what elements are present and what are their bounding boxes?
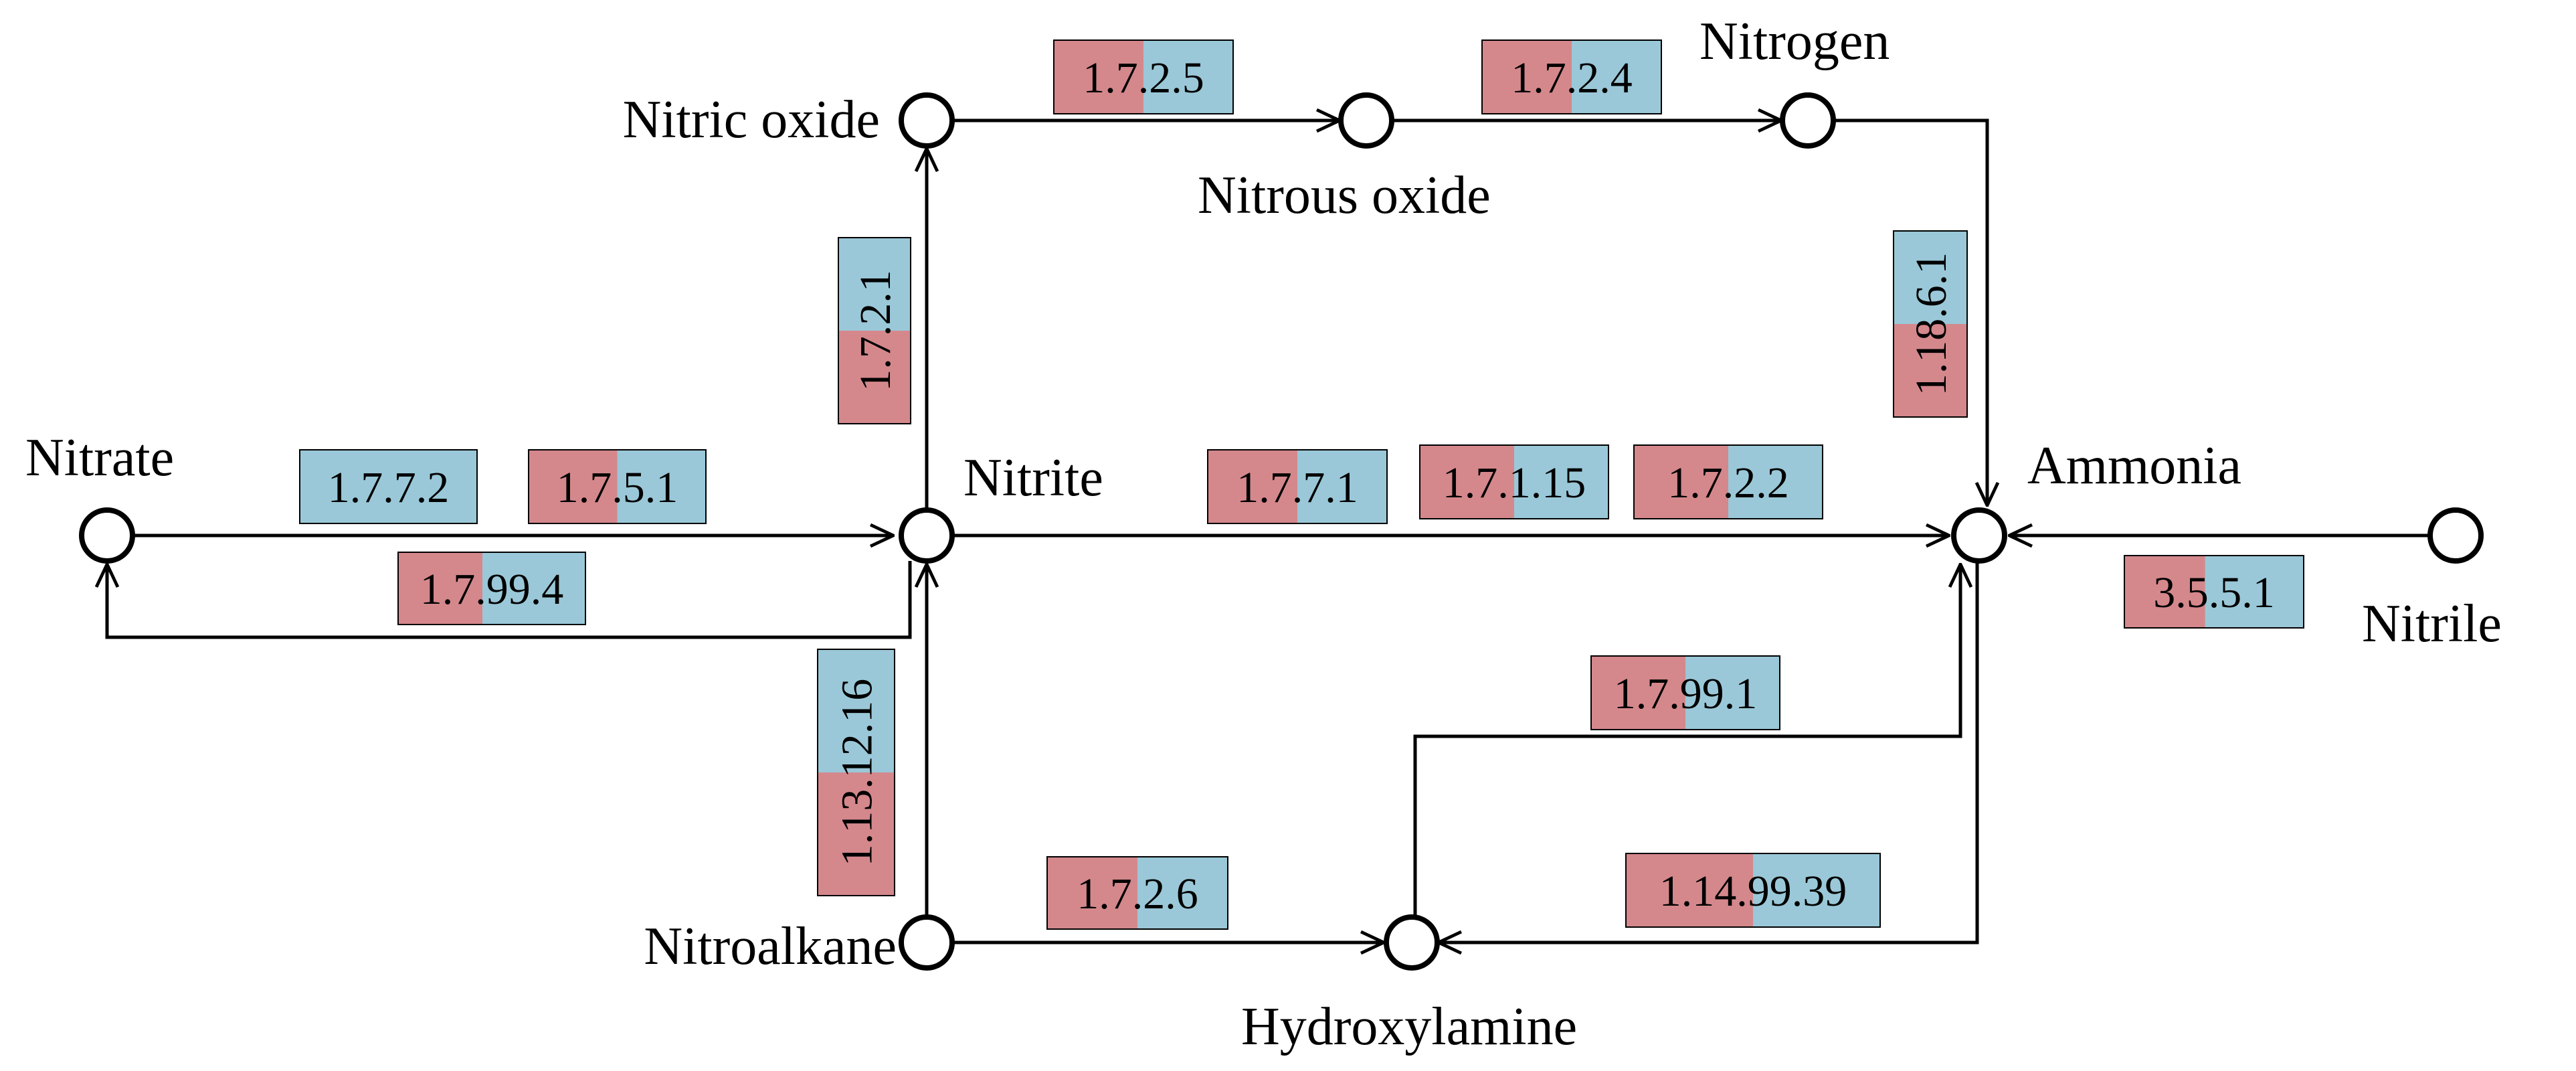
enzyme-label: 3.5.5.1 (2153, 568, 2275, 617)
enzyme-fill-red (1894, 324, 1967, 417)
label-nitroalkane: Nitroalkane (644, 917, 897, 976)
enzyme-fill-red (1634, 445, 1728, 519)
label-nitric-oxide: Nitric oxide (623, 90, 880, 149)
enzyme-outline (838, 237, 911, 424)
node-nitrous-oxide (1338, 92, 1394, 149)
enzyme-outline (1207, 449, 1388, 524)
enzyme-label: 1.7.99.4 (420, 565, 564, 614)
node-nitrite (899, 507, 955, 564)
enzyme-outline (1893, 230, 1968, 418)
enzyme-fill-red (1054, 40, 1143, 114)
enzyme-fill-red (838, 331, 911, 424)
enzyme-label: 1.7.2.5 (1083, 54, 1204, 102)
enzyme-box-1-7-2-6: 1.7.2.6 (1046, 856, 1228, 930)
enzyme-fill-red (1591, 656, 1685, 730)
edges (107, 120, 2429, 942)
enzyme-box-1-13-12-16: 1.13.12.16 (817, 649, 895, 896)
enzyme-label: 1.7.2.2 (1667, 459, 1789, 507)
enzyme-box-1-7-5-1: 1.7.5.1 (528, 449, 707, 524)
label-hydroxylamine: Hydroxylamine (1241, 997, 1577, 1056)
enzyme-outline (1481, 39, 1662, 114)
enzyme-box-1-14-99-39: 1.14.99.39 (1625, 853, 1881, 928)
enzyme-label: 1.13.12.16 (833, 679, 882, 867)
enzyme-label: 1.7.7.1 (1236, 463, 1358, 512)
enzyme-outline (397, 552, 586, 625)
enzyme-fill-red (1626, 853, 1753, 927)
enzyme-boxes: 1.7.7.2 1.7.5.1 1.7.99.4 1.7.2.1 1.7.2.5… (299, 39, 2304, 930)
enzyme-fill-red (2124, 556, 2205, 628)
edge-hydroxylamine-to-ammonia (1413, 564, 1960, 916)
enzyme-label: 1.14.99.39 (1659, 867, 1847, 916)
enzyme-label: 1.7.7.2 (328, 463, 450, 512)
node-nitrile (2427, 507, 2484, 564)
edge-nitrite-to-nitrate (107, 561, 912, 639)
enzyme-fill-red (1047, 857, 1137, 929)
label-nitrous-oxide: Nitrous oxide (1198, 166, 1491, 225)
enzyme-box-1-7-2-2: 1.7.2.2 (1633, 444, 1823, 519)
enzyme-outline (817, 649, 895, 896)
edge-nitrogen-to-ammonia (1833, 118, 1987, 505)
enzyme-outline (299, 449, 478, 524)
node-labels: Nitrate Nitrite Nitric oxide Nitrous oxi… (25, 12, 2502, 1056)
enzyme-box-3-5-5-1: 3.5.5.1 (2124, 555, 2304, 629)
node-nitroalkane (899, 914, 955, 971)
enzyme-outline (1633, 444, 1823, 519)
label-nitrate: Nitrate (25, 428, 174, 487)
node-nitrogen (1780, 92, 1836, 149)
node-nitrate (79, 507, 135, 564)
enzyme-outline (1625, 853, 1881, 928)
enzyme-box-1-7-99-1: 1.7.99.1 (1590, 655, 1780, 730)
enzyme-box-1-7-99-4: 1.7.99.4 (397, 552, 586, 625)
enzyme-label: 1.7.2.6 (1077, 870, 1198, 918)
enzyme-label: 1.7.5.1 (557, 463, 678, 512)
node-hydroxylamine (1384, 914, 1440, 971)
enzyme-outline (1590, 655, 1780, 730)
enzyme-fill-red (398, 552, 482, 625)
label-nitrite: Nitrite (963, 448, 1103, 507)
enzyme-fill-red (1208, 450, 1297, 523)
enzyme-outline (1419, 444, 1609, 519)
enzyme-fill-red (1482, 40, 1572, 114)
enzyme-box-1-7-2-1: 1.7.2.1 (838, 237, 911, 424)
label-nitrogen: Nitrogen (1699, 12, 1890, 71)
enzyme-outline (2124, 555, 2304, 629)
nodes (79, 92, 2484, 971)
enzyme-fill-blue (300, 450, 477, 523)
enzyme-box-1-7-1-15: 1.7.1.15 (1419, 444, 1609, 519)
enzyme-outline (1046, 856, 1228, 930)
enzyme-label: 1.18.6.1 (1907, 252, 1956, 396)
enzyme-outline (1053, 39, 1234, 114)
node-nitric-oxide (899, 92, 955, 149)
enzyme-label: 1.7.2.1 (851, 270, 900, 392)
enzyme-label: 1.7.99.1 (1614, 669, 1758, 718)
node-ammonia (1951, 507, 2007, 564)
enzyme-box-1-7-2-4: 1.7.2.4 (1481, 39, 1662, 114)
enzyme-box-1-7-7-1: 1.7.7.1 (1207, 449, 1388, 524)
enzyme-fill-red (1420, 445, 1514, 519)
enzyme-box-1-7-7-2: 1.7.7.2 (299, 449, 478, 524)
enzyme-fill-red (529, 450, 618, 523)
enzyme-outline (528, 449, 707, 524)
enzyme-fill-red (818, 772, 895, 896)
enzyme-box-1-18-6-1: 1.18.6.1 (1893, 230, 1968, 418)
label-nitrile: Nitrile (2362, 594, 2502, 653)
enzyme-label: 1.7.2.4 (1511, 54, 1633, 102)
label-ammonia: Ammonia (2027, 436, 2241, 495)
edge-ammonia-to-hydroxylamine (1439, 561, 1979, 942)
enzyme-box-1-7-2-5: 1.7.2.5 (1053, 39, 1234, 114)
enzyme-label: 1.7.1.15 (1443, 459, 1586, 507)
